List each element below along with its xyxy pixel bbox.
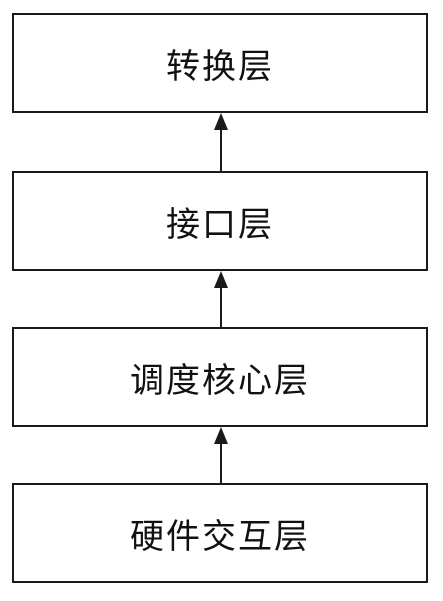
layer-label-interface: 接口层 xyxy=(166,204,274,245)
arrow-scheduling-to-interface xyxy=(214,271,228,327)
arrow-interface-to-conversion xyxy=(214,113,228,171)
layer-box-scheduling-core: 调度核心层 xyxy=(12,327,428,427)
arrow-hardware-to-scheduling xyxy=(214,427,228,483)
layer-label-hardware-interaction: 硬件交互层 xyxy=(130,516,310,557)
layer-box-hardware-interaction: 硬件交互层 xyxy=(12,483,428,583)
layer-label-scheduling-core: 调度核心层 xyxy=(130,360,310,401)
layer-label-conversion: 转换层 xyxy=(166,46,274,87)
layer-box-interface: 接口层 xyxy=(12,171,428,271)
layer-box-conversion: 转换层 xyxy=(12,13,428,113)
